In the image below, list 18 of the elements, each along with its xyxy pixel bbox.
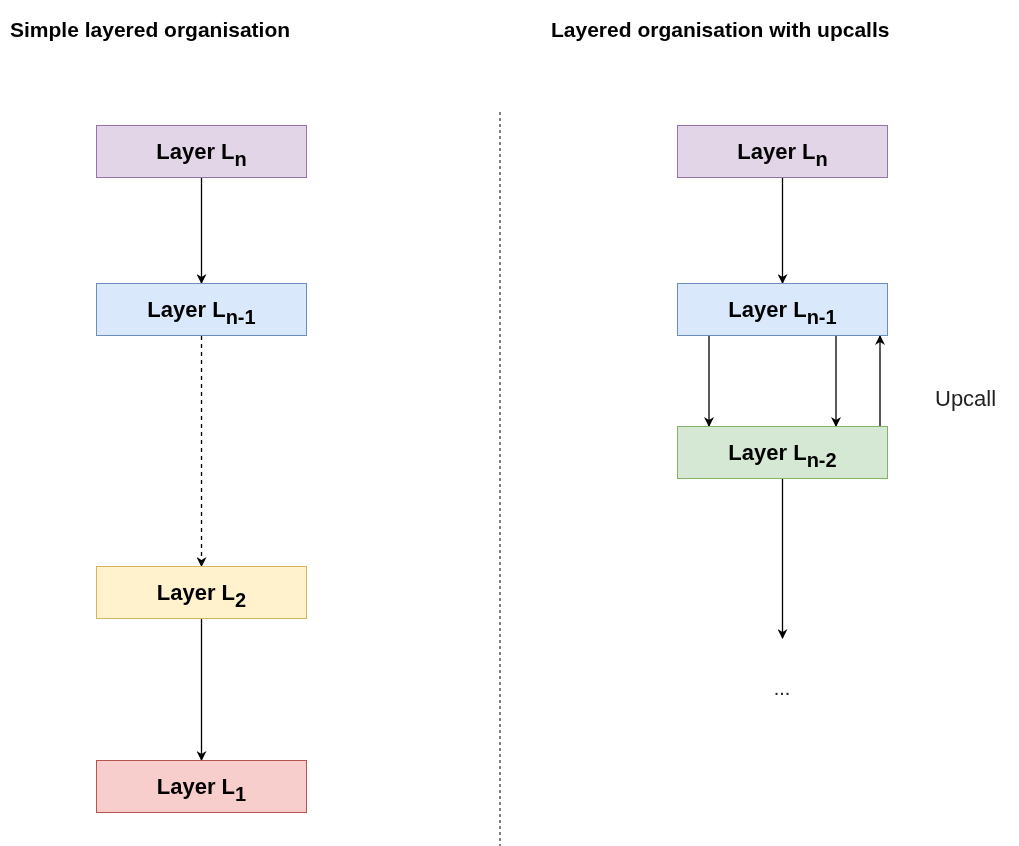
layer-box: [677, 283, 888, 336]
layer-box: [96, 760, 307, 813]
layer-box: [96, 125, 307, 178]
arrow: [196, 177, 207, 284]
arrow: [875, 335, 885, 427]
layer-box: [96, 566, 307, 619]
arrow: [777, 177, 788, 284]
arrow: [196, 335, 207, 567]
arrow: [704, 335, 714, 427]
arrow: [196, 618, 207, 761]
arrow: [777, 478, 788, 639]
section-heading: Simple layered organisation: [10, 17, 291, 43]
section-heading: Layered organisation with upcalls: [551, 17, 890, 43]
layer-box: [96, 283, 307, 336]
layer-box: [677, 426, 888, 479]
ellipsis-text: ...: [773, 678, 791, 698]
arrow: [831, 335, 841, 427]
layer-box: [677, 125, 888, 178]
